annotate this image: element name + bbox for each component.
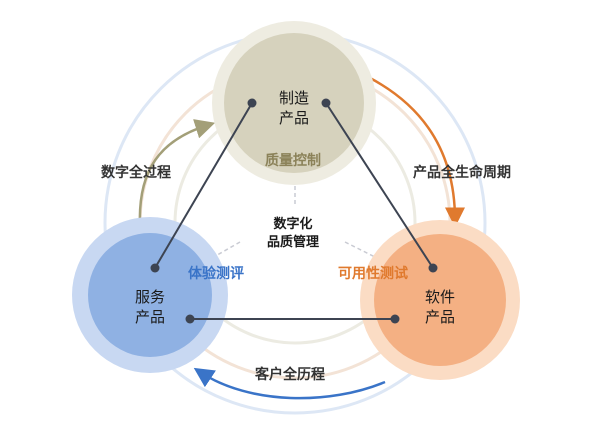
experience-eval-label: 体验测评 (188, 265, 244, 282)
center-label-line2: 品质管理 (267, 234, 319, 250)
endpoint-manufacturing-left (247, 98, 257, 108)
manufacturing-label-line1: 制造 (279, 89, 309, 107)
service-node (88, 233, 212, 357)
digital-full-process-label: 数字全过程 (101, 164, 171, 181)
endpoint-service-top (150, 263, 160, 273)
software-node (374, 234, 506, 366)
software-label-line1: 软件 (425, 288, 455, 306)
connector-manufacturing-software (325, 102, 434, 269)
customer-journey-label: 客户全历程 (254, 366, 325, 383)
product-lifecycle-label: 产品全生命周期 (413, 164, 511, 181)
endpoint-service-right (185, 314, 195, 324)
manufacturing-label-line2: 产品 (279, 109, 309, 127)
usability-test-label: 可用性测试 (338, 265, 408, 282)
connector-service-manufacturing (154, 102, 253, 269)
center-label-line1: 数字化 (273, 216, 312, 232)
customer-journey-arc (193, 367, 386, 400)
product-lifecycle-arc (369, 76, 465, 228)
quality-control-label: 质量控制 (265, 152, 321, 169)
digital-full-process-arc (138, 119, 216, 226)
endpoint-manufacturing-right (321, 98, 331, 108)
service-label-line2: 产品 (135, 308, 165, 326)
endpoint-software-left (390, 314, 400, 324)
service-label-line1: 服务 (135, 288, 165, 306)
software-label-line2: 产品 (425, 308, 455, 326)
manufacturing-node (224, 33, 364, 173)
endpoint-software-top (428, 263, 438, 273)
